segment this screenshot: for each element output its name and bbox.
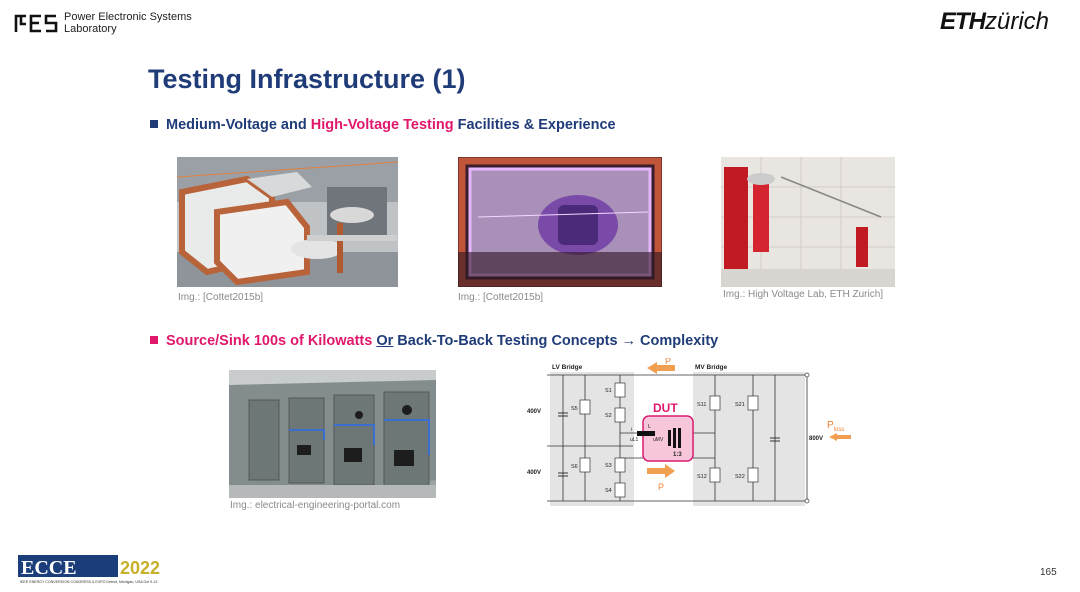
switchgear-photo <box>229 370 436 498</box>
eth-logo-bold: ETH <box>940 8 986 35</box>
eth-zurich-logo: ETHzürich <box>940 8 1049 36</box>
power-loss-symbol: P <box>827 420 834 431</box>
switch-s21-label: S21 <box>735 402 745 408</box>
bullet-mv-hv-testing: Medium-Voltage and High-Voltage Testing … <box>150 117 616 133</box>
eth-logo-text: zürich <box>985 8 1050 35</box>
bullet1-text-b: High-Voltage Testing <box>310 117 454 133</box>
switch-s1-label: S1 <box>605 388 612 394</box>
lv-bridge-label: LV Bridge <box>552 364 583 371</box>
pes-logo <box>14 14 58 33</box>
image-caption-3: Img.: High Voltage Lab, ETH Zurich] <box>723 289 884 300</box>
bullet1-text-a: Medium-Voltage and <box>166 117 311 133</box>
switch-s3-label: S3 <box>605 463 612 469</box>
inductor-symbol <box>637 431 655 436</box>
switch-s4-label: S4 <box>605 488 612 494</box>
voltage-800v: 800V <box>809 436 823 442</box>
bullet-square-icon <box>150 120 158 129</box>
lab-name-line2: Laboratory <box>64 23 117 35</box>
bullet1-text-c: Facilities & Experience <box>453 117 616 133</box>
power-arrow-right-icon <box>647 464 675 478</box>
current-i-label: i <box>631 427 632 433</box>
inductor-label: L <box>648 424 651 430</box>
switch-s22-label: S22 <box>735 474 745 480</box>
partial-discharge-chamber-photo <box>458 157 662 287</box>
switch-s11-label: S11 <box>697 402 706 408</box>
ecce-year-text: 2022 <box>120 558 160 578</box>
ecce-subtitle: IEEE ENERGY CONVERSION CONGRESS & EXPO D… <box>20 580 157 584</box>
high-voltage-lab-photo <box>721 157 895 287</box>
power-loss-arrow-icon <box>829 433 851 441</box>
switch-s6-label: S6 <box>571 464 578 470</box>
bullet-source-sink-testing: Source/Sink 100s of Kilowatts Or Back-To… <box>150 333 718 349</box>
back-to-back-circuit-diagram: LV Bridge MV Bridge S5 S6 S1 <box>527 358 851 506</box>
ecce-2022-logo: ECCE 2022 IEEE ENERGY CONVERSION CONGRES… <box>18 555 160 584</box>
mv-bridge-area <box>693 372 805 506</box>
turns-ratio-label: 1:3 <box>673 452 682 458</box>
bullet2-text-c: Back-To-Back Testing Concepts → Complexi… <box>393 333 719 349</box>
power-top-label: P <box>665 358 671 366</box>
ecce-logo-text: ECCE <box>21 557 77 579</box>
voltage-ul1-label: uL1 <box>630 437 639 443</box>
power-bottom-label: P <box>658 482 664 492</box>
switch-s12-label: S12 <box>697 474 707 480</box>
bullet2-text-a: Source/Sink 100s of Kilowatts <box>166 333 377 349</box>
mv-test-facility-photo <box>177 157 398 287</box>
power-arrow-left-icon <box>647 362 675 374</box>
slide-title: Testing Infrastructure (1) <box>148 64 466 94</box>
power-loss-subscript: loss <box>834 427 845 433</box>
mv-bridge-label: MV Bridge <box>695 364 728 371</box>
image-caption-2: Img.: [Cottet2015b] <box>458 292 544 303</box>
lab-name-line1: Power Electronic Systems <box>64 11 192 23</box>
page-number: 165 <box>1040 567 1057 578</box>
switch-s2-label: S2 <box>605 413 612 419</box>
lab-name: Power Electronic Systems Laboratory <box>64 11 192 35</box>
switch-s5-label: S5 <box>571 406 578 412</box>
dut-label: DUT <box>653 401 678 415</box>
bullet2-text-b: Or <box>376 333 394 349</box>
bullet-square-icon <box>150 336 158 345</box>
voltage-400v-top: 400V <box>527 409 541 415</box>
image-caption-1: Img.: [Cottet2015b] <box>178 292 264 303</box>
voltage-umv-label: uMV <box>653 437 664 443</box>
voltage-400v-bottom: 400V <box>527 470 541 476</box>
power-loss-label: Ploss <box>827 420 844 433</box>
image-caption-4: Img.: electrical-engineering-portal.com <box>230 500 401 511</box>
